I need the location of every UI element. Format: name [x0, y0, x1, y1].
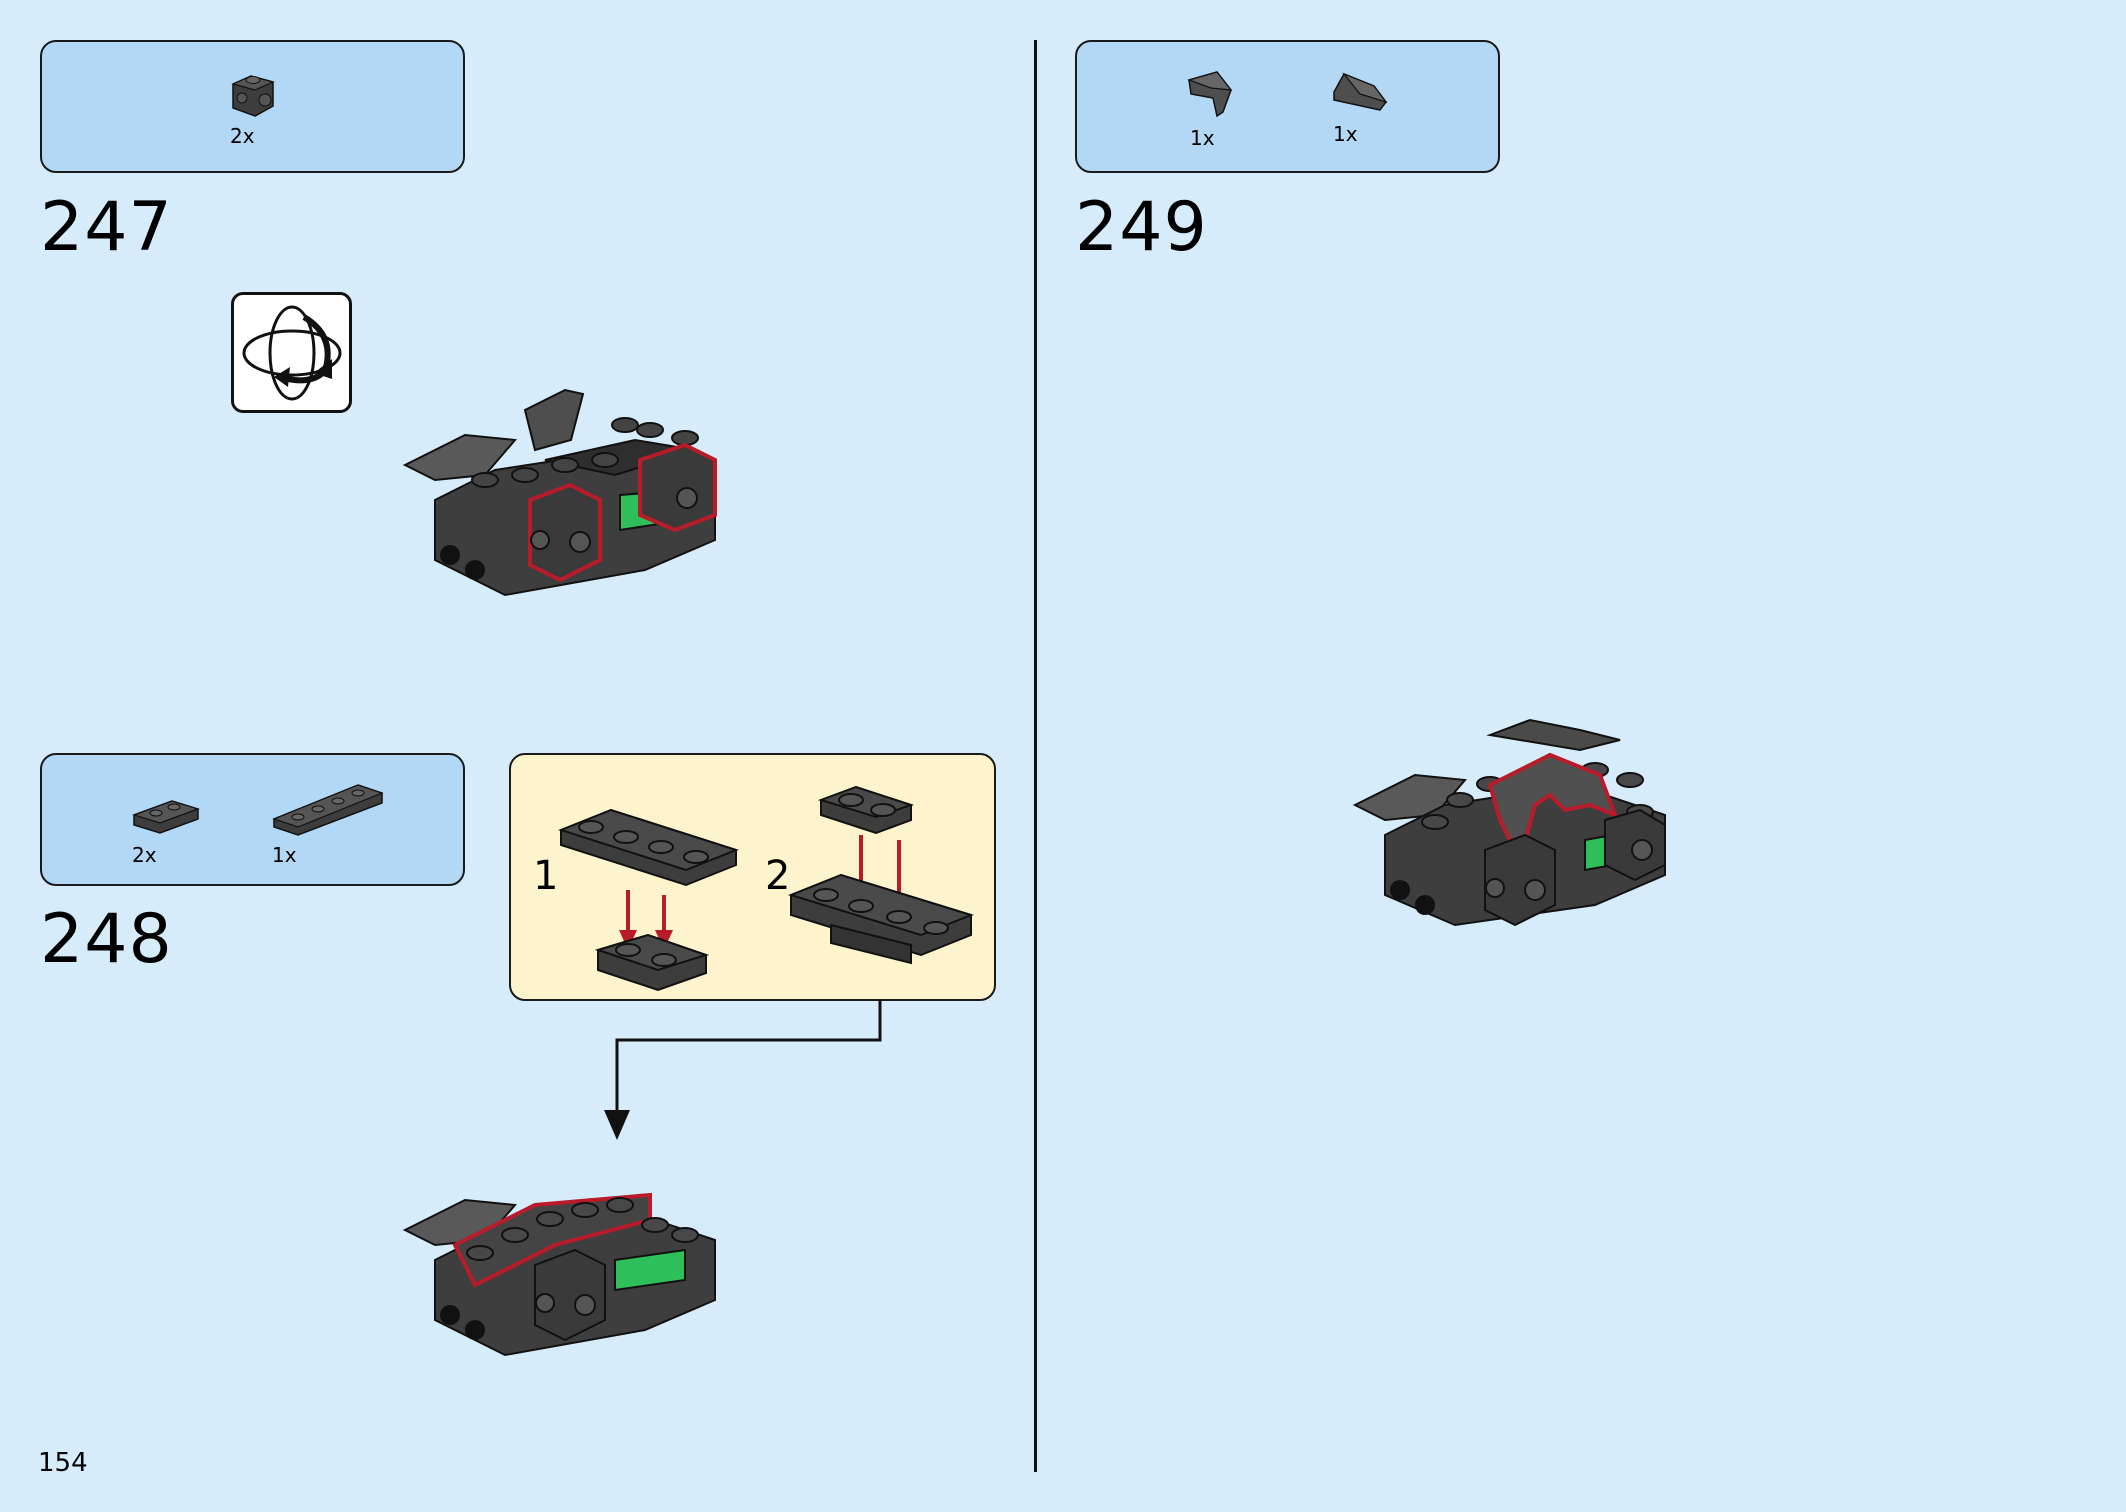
plate-1x4-icon: [272, 784, 384, 836]
step-number-249: 249: [1075, 188, 1208, 267]
sub-step-1-diagram: [558, 808, 739, 992]
model-step-249: [1352, 718, 1666, 927]
parts-callout-247: 2x: [40, 40, 465, 173]
brick-1x1-studs-side-icon: [231, 75, 275, 117]
sub-assembly-connector-arrow: [604, 1000, 882, 1140]
step-number-248: 248: [40, 900, 173, 979]
part-qty: 2x: [230, 124, 255, 148]
part-qty: 1x: [1190, 126, 1215, 150]
model-step-248: [402, 1192, 716, 1357]
plate-1x2-icon: [132, 800, 200, 834]
curved-wedge-left-icon: [1187, 71, 1233, 118]
curved-wedge-right-icon: [1333, 72, 1388, 111]
sub-assembly-callout: 1 2: [509, 753, 996, 1001]
model-step-247: [402, 388, 717, 597]
parts-callout-248: 2x 1x: [40, 753, 465, 886]
part-qty: 1x: [272, 843, 297, 867]
parts-callout-249: 1x 1x: [1075, 40, 1500, 173]
sub-step-2-diagram: [787, 785, 975, 965]
part-qty: 1x: [1333, 122, 1358, 146]
rotate-model-icon: [231, 292, 352, 413]
step-number-247: 247: [40, 188, 173, 267]
sub-step-label-1: 1: [533, 853, 559, 899]
column-divider: [1034, 40, 1037, 1472]
page-number: 154: [38, 1448, 88, 1478]
sub-step-label-2: 2: [765, 853, 791, 899]
part-qty: 2x: [132, 843, 157, 867]
